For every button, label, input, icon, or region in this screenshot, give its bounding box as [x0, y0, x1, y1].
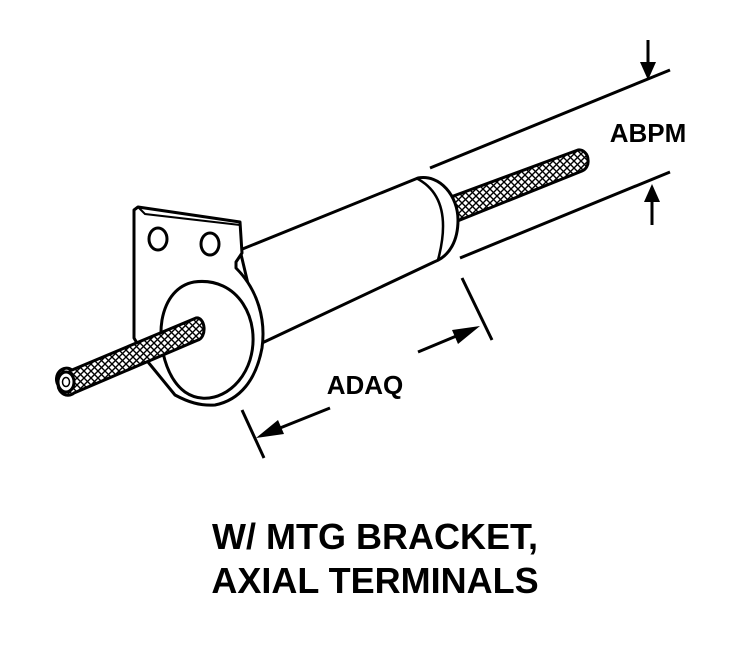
- mounting-bracket: [132, 205, 265, 407]
- capacitor-body: [238, 176, 460, 345]
- diagram-caption: W/ MTG BRACKET, AXIAL TERMINALS: [0, 515, 750, 603]
- arrow-up-icon: [644, 184, 660, 202]
- arrow-left-icon: [256, 420, 284, 438]
- right-threaded-terminal: [446, 148, 590, 224]
- arrow-right-icon: [452, 326, 480, 344]
- mounting-hole-right: [199, 231, 221, 257]
- length-dimension: ADAQ: [240, 277, 494, 459]
- caption-line-1: W/ MTG BRACKET,: [212, 516, 538, 557]
- length-label: ADAQ: [327, 370, 404, 400]
- diameter-label: ABPM: [610, 118, 687, 148]
- arrow-down-icon: [640, 62, 656, 80]
- caption-line-2: AXIAL TERMINALS: [211, 560, 539, 601]
- left-threaded-terminal: [55, 316, 206, 397]
- mounting-hole-left: [147, 226, 169, 252]
- diameter-dimension: ABPM: [429, 40, 687, 260]
